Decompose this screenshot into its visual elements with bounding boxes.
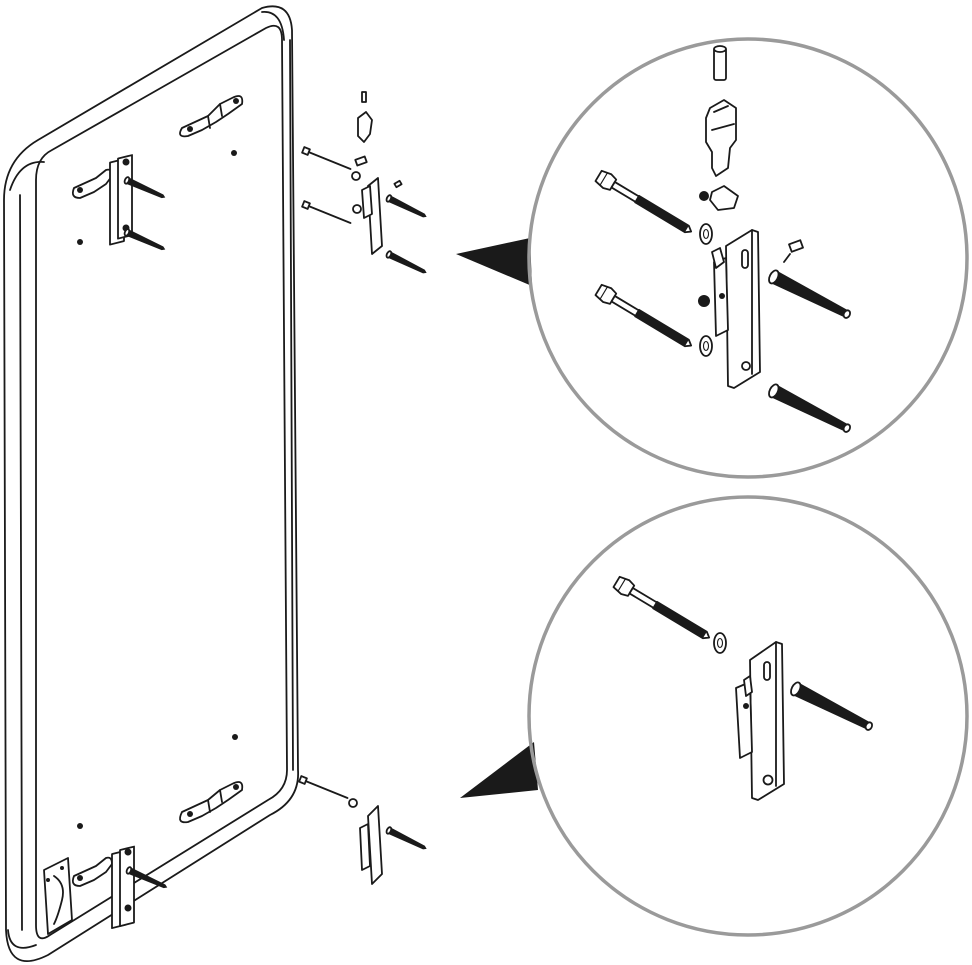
bottom-detail-callout [527,495,969,937]
exploded-bottom-parts [298,775,430,885]
exploded-top-parts [301,91,430,277]
bottom-left-handle-bracket [71,856,113,887]
top-callout-pointer [456,238,532,286]
bottom-callout-pointer [460,742,538,798]
top-detail-callout [527,37,969,479]
bottom-handle-bracket [179,781,244,824]
lower-mounted-bracket [111,845,170,930]
upper-mounted-bracket [109,154,168,254]
top-handle-bracket [179,95,244,138]
heater-panel [3,5,299,963]
control-box [43,857,73,935]
top-left-handle-bracket [71,168,113,199]
